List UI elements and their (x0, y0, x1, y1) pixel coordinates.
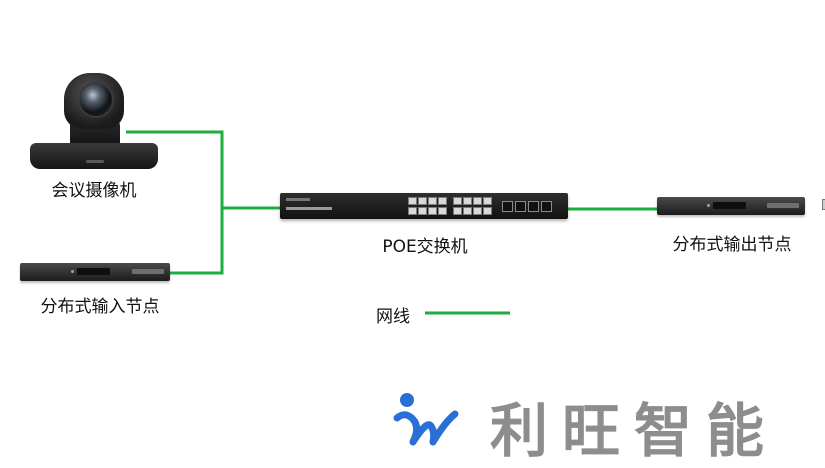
output-node-icon (657, 197, 805, 215)
poe-switch-icon (280, 193, 825, 219)
input-node-icon (20, 263, 170, 281)
switch-label: POE交换机 (382, 237, 468, 257)
input-node-label: 分布式输入节点 (40, 297, 160, 317)
network-diagram: 会议摄像机 分布式输入节点 POE交换机 (20, 73, 825, 465)
brand-name: 利旺智能 (490, 397, 779, 465)
connection-lines (126, 130, 658, 315)
link-camera-switch (126, 130, 282, 210)
output-node-label: 分布式输出节点 (672, 235, 792, 255)
legend-label: 网线 (376, 307, 410, 327)
brand-logo-icon (393, 393, 459, 446)
link-input-switch (168, 208, 224, 275)
camera-label: 会议摄像机 (51, 181, 137, 201)
